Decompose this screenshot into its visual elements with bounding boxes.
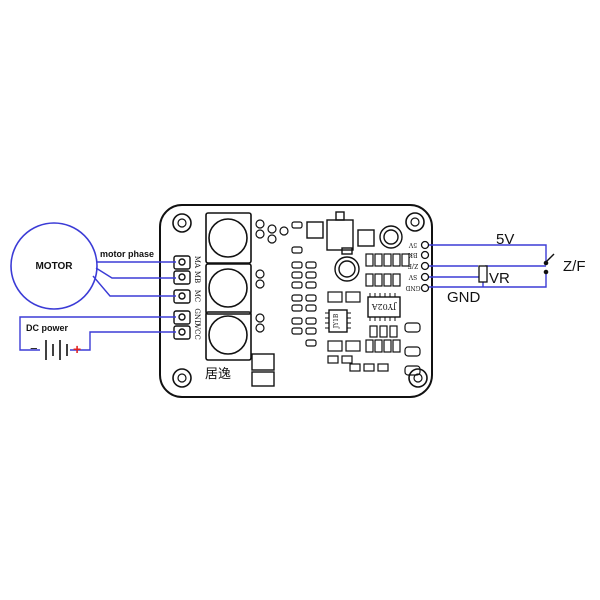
board-brand: 居逸 xyxy=(205,366,231,381)
inductor xyxy=(334,256,360,282)
battery-icon xyxy=(45,340,68,360)
right-terminal-block xyxy=(420,240,430,293)
left-pin-label: VCC xyxy=(193,323,201,340)
motor-phase-label: motor phase xyxy=(100,249,154,259)
label-gnd: GND xyxy=(447,289,481,306)
small-chip: JY1B xyxy=(325,309,351,333)
small-chip-label: JY1B xyxy=(333,313,340,329)
indicator-led xyxy=(379,225,403,249)
label-zf: Z/F xyxy=(563,258,586,275)
dc-power-label: DC power xyxy=(26,323,69,333)
control-wires xyxy=(429,244,547,288)
label-vr: VR xyxy=(489,270,510,287)
right-pin-label: BK xyxy=(408,251,417,258)
motor: MOTOR xyxy=(10,222,98,310)
zf-switch-icon xyxy=(543,253,555,275)
motor-label: MOTOR xyxy=(35,261,73,272)
right-pin-label: Z/F xyxy=(408,262,418,269)
battery-plus: + xyxy=(73,341,81,357)
right-pin-label: SV xyxy=(408,273,417,280)
mount-hole-bl xyxy=(172,368,192,388)
battery-minus: − xyxy=(30,341,38,356)
right-pin-label: 5V xyxy=(408,241,417,248)
mount-hole-tl xyxy=(172,213,192,233)
vr-potentiometer-icon xyxy=(478,265,488,283)
capacitor-2 xyxy=(208,268,248,308)
capacitor-1 xyxy=(208,218,248,258)
left-pin-label: MB xyxy=(193,271,201,283)
controller-chip-label: JY02A xyxy=(372,302,398,311)
capacitor-3 xyxy=(208,315,248,355)
right-pin-label: GND xyxy=(405,284,420,291)
left-pin-label: MA xyxy=(193,256,201,269)
motor-phase-wires xyxy=(92,261,176,297)
right-pin-labels: 5V BK Z/F SV GND xyxy=(405,241,420,291)
mount-hole-tr xyxy=(405,212,425,232)
left-pin-label: GND xyxy=(193,308,201,326)
controller-chip: JY02A xyxy=(367,293,401,321)
label-5v: 5V xyxy=(496,231,514,248)
left-pin-label: MC xyxy=(193,290,201,303)
mount-hole-br xyxy=(408,368,428,388)
dc-power-wires xyxy=(19,316,176,351)
